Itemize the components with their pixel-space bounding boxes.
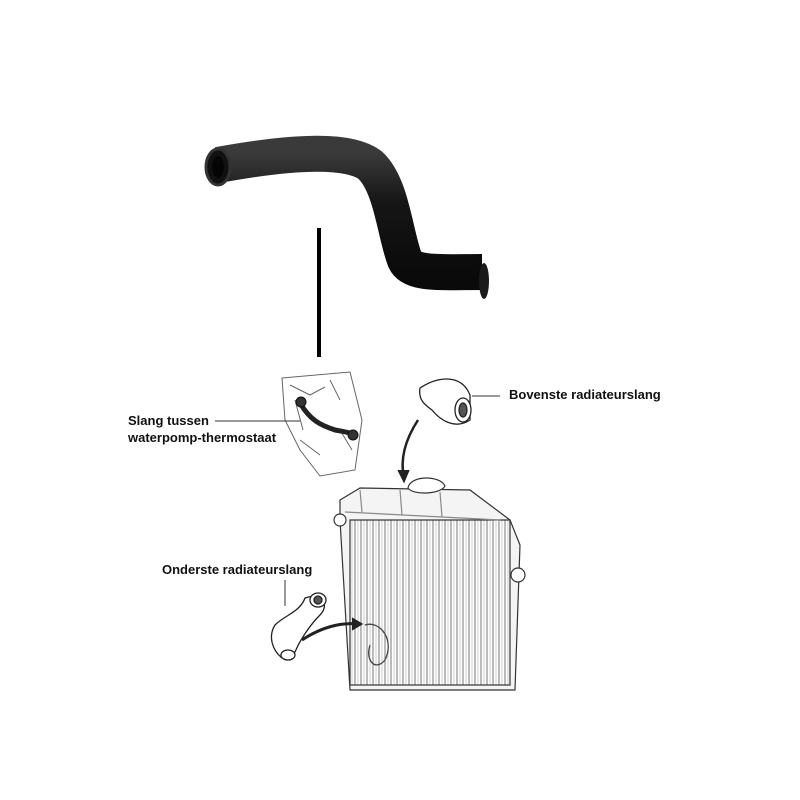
label-middle-hose-line2: waterpomp-thermostaat [128,430,277,445]
upper-hose-sketch [397,378,472,484]
engine-sketch [281,371,363,477]
radiator-sketch [333,477,526,691]
label-lower-hose: Onderste radiateurslang [162,562,313,577]
label-middle-hose-line1: Slang tussen [128,413,209,428]
label-upper-hose: Bovenste radiateurslang [509,387,661,402]
lower-hose-sketch [270,592,389,666]
hose-product-photo [204,135,489,299]
